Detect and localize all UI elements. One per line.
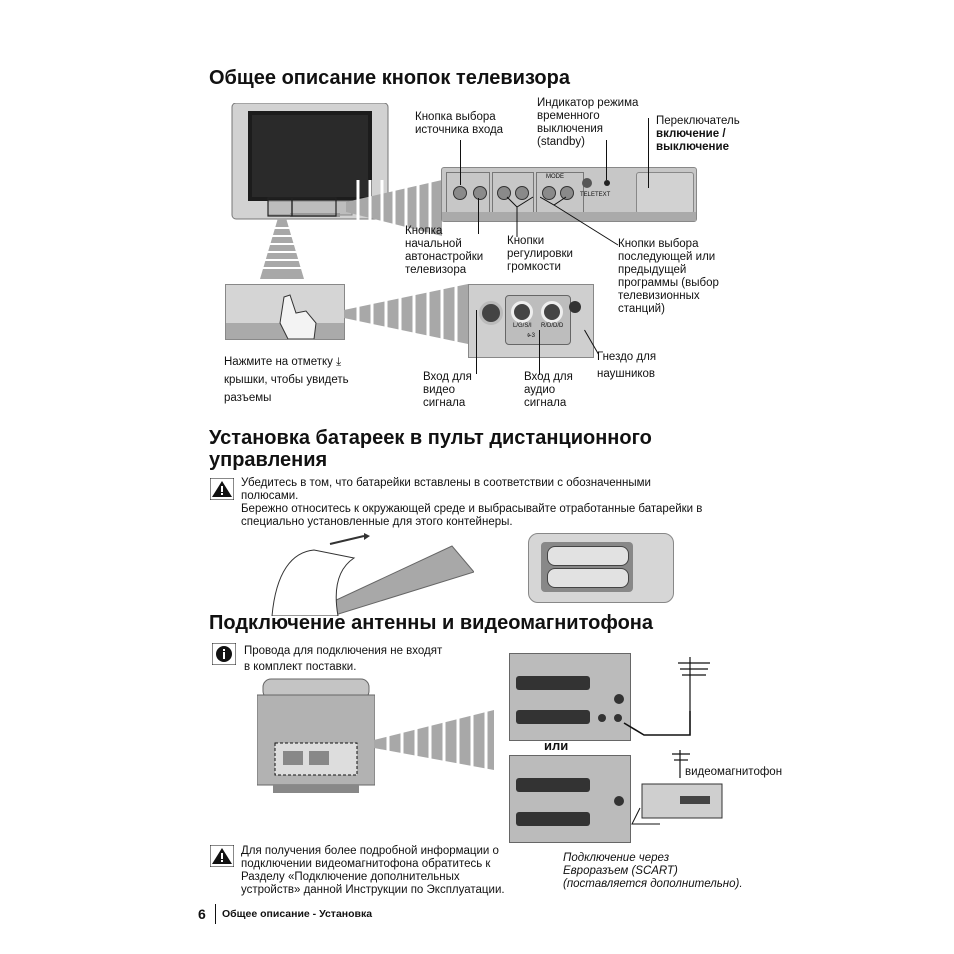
tv-front-illustration	[231, 103, 389, 279]
callout-standby-indicator: Индикатор режима временного выключения (…	[537, 97, 639, 148]
zoom-fan-jacks	[344, 284, 468, 344]
volume-down-button[interactable]	[497, 186, 511, 200]
vcr-illustration	[631, 750, 723, 825]
press-mark-icon: ⤓	[336, 356, 342, 368]
audio-left-jack[interactable]	[511, 301, 533, 323]
audio-right-jack[interactable]	[541, 301, 563, 323]
callout-input-select: Кнопка выбора источника входа	[415, 111, 504, 136]
remote-batteries-illustration	[528, 533, 674, 603]
program-up-button[interactable]	[560, 186, 574, 200]
cables-info-text: Провода для подключения не входят в комп…	[244, 645, 443, 673]
section-title-batteries: Установка батареек в пульт дистанционног…	[209, 427, 652, 471]
control-panel: MODE TELETEXT	[441, 167, 697, 222]
callout-video-in: Вход для видео сигнала	[423, 371, 472, 409]
cover-hand-illustration	[225, 284, 345, 340]
mode-label: MODE	[546, 174, 564, 180]
video-jack[interactable]	[479, 301, 503, 325]
autotune-button[interactable]	[473, 186, 487, 200]
battery-warning-text: Убедитесь в том, что батарейки вставлены…	[241, 477, 703, 528]
antenna-cable	[623, 657, 710, 736]
scart-connector-2[interactable]	[516, 676, 590, 690]
standby-indicator	[604, 180, 610, 186]
power-switch[interactable]	[636, 172, 694, 214]
or-label: или	[544, 738, 569, 753]
sensor-dot	[582, 178, 592, 188]
callout-press-cover: Нажмите на отметку ⤓ крышки, чтобы увиде…	[224, 356, 349, 404]
scart-connector-1[interactable]	[516, 710, 590, 724]
remote-cover-illustration	[271, 533, 474, 616]
warning-triangle-icon	[210, 478, 234, 500]
callout-power-switch: Переключатель включение / выключение	[656, 115, 740, 153]
vcr-warning-text: Для получения более подробной информации…	[241, 845, 505, 896]
callout-headphones: Гнездо для наушников	[597, 351, 657, 380]
footer-divider	[215, 904, 216, 924]
page-number: 6	[198, 906, 206, 922]
scart-caption: Подключение через Евроразъем (SCART) (по…	[563, 852, 743, 890]
zoom-fan-panel	[346, 180, 442, 236]
volume-up-button[interactable]	[515, 186, 529, 200]
section-title-buttons: Общее описание кнопок телевизора	[209, 67, 570, 89]
vcr-label: видеомагнитофон	[685, 766, 783, 778]
input-select-button[interactable]	[453, 186, 467, 200]
callout-audio-in: Вход для аудио сигнала	[524, 371, 573, 409]
program-down-button[interactable]	[542, 186, 556, 200]
teletext-label: TELETEXT	[580, 192, 611, 198]
warning-triangle-icon-2	[210, 845, 234, 867]
callout-volume: Кнопки регулировки громкости	[507, 235, 573, 273]
section-title-antenna: Подключение антенны и видеомагнитофона	[209, 612, 653, 634]
info-icon	[212, 643, 236, 665]
rear-panel-antenna	[509, 653, 631, 741]
tv-back-illustration	[257, 678, 375, 793]
zoom-fan-rear	[374, 710, 494, 770]
headphone-jack[interactable]	[569, 301, 581, 313]
callout-autotune: Кнопка начальной автонастройки телевизор…	[405, 225, 484, 276]
front-jack-panel: L/G/S/I R/D/D/D ⌱3	[468, 284, 594, 358]
rear-panel-vcr	[509, 755, 631, 843]
callout-program: Кнопки выбора последующей или предыдущей…	[618, 238, 719, 315]
footer-section: Общее описание - Установка	[222, 908, 373, 920]
